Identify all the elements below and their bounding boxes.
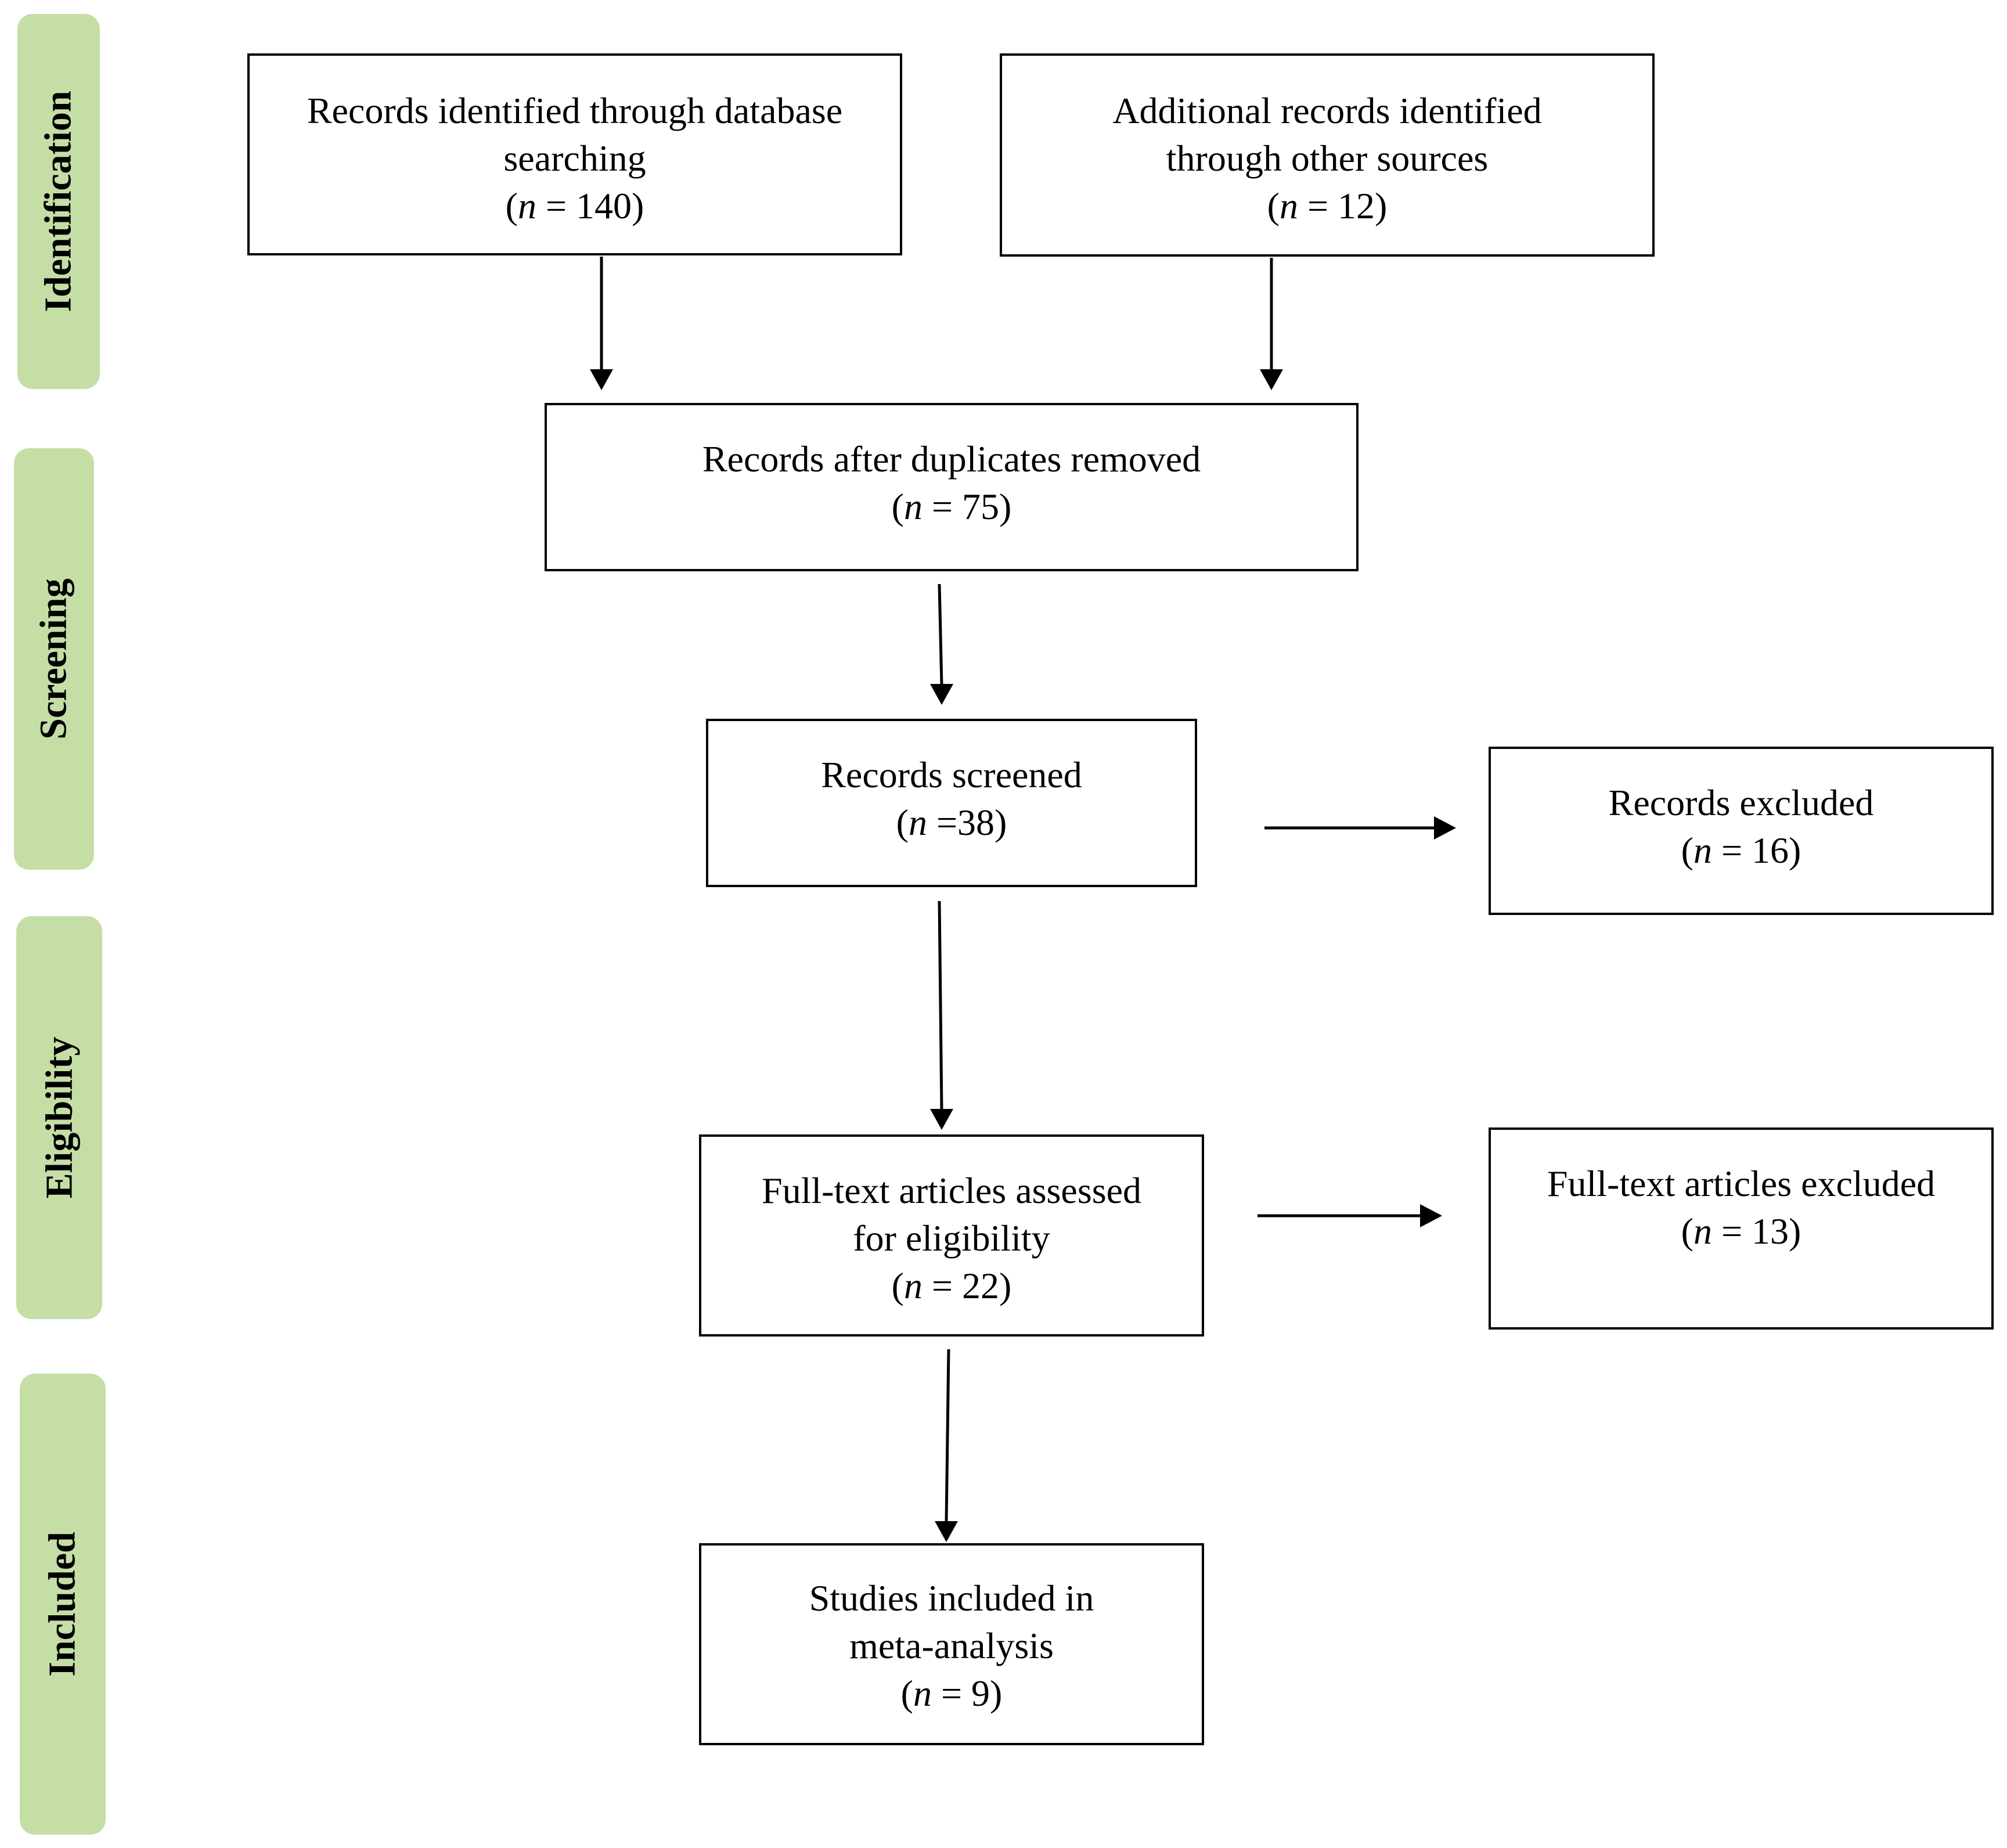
after-duplicates-count: (n = 75) <box>891 486 1012 527</box>
included-studies-text-line-2: meta-analysis <box>849 1625 1054 1666</box>
other-records-text-line-1: Additional records identified <box>1112 90 1542 131</box>
stage-eligibility: Eligibility <box>16 916 102 1319</box>
arrow-fulltext-to-included <box>935 1349 958 1542</box>
included-studies-count: (n = 9) <box>900 1673 1003 1714</box>
database-records-box: Records identified through database sear… <box>247 53 902 255</box>
stage-eligibility-label: Eligibility <box>38 1036 81 1199</box>
stage-identification: Identification <box>17 14 100 389</box>
full-text-excluded-text: Full-text articles excluded <box>1547 1163 1936 1204</box>
full-text-assessed-count: (n = 22) <box>891 1265 1012 1306</box>
arrow-database-to-dedup <box>590 257 613 390</box>
full-text-assessed-box: Full-text articles assessed for eligibil… <box>699 1134 1204 1337</box>
excluded-text: Records excluded <box>1608 782 1874 823</box>
arrow-screened-to-fulltext <box>930 900 953 1130</box>
stage-included: Included <box>20 1374 106 1835</box>
after-duplicates-box: Records after duplicates removed (n = 75… <box>545 403 1359 571</box>
screened-count: (n =38) <box>896 802 1007 843</box>
full-text-assessed-text-line-2: for eligibility <box>853 1217 1050 1259</box>
stage-identification-label: Identification <box>37 91 80 312</box>
arrow-dedup-to-screened <box>930 583 953 705</box>
included-studies-text-line-1: Studies included in <box>809 1577 1094 1619</box>
database-records-text-line-1: Records identified through database <box>307 90 843 131</box>
other-records-box: Additional records identified through ot… <box>1000 53 1655 257</box>
database-records-text-line-2: searching <box>503 138 646 179</box>
other-records-text-line-2: through other sources <box>1166 138 1489 179</box>
excluded-count: (n = 16) <box>1681 830 1801 871</box>
arrow-screened-to-excluded <box>1264 816 1456 840</box>
screened-box: Records screened (n =38) <box>706 719 1197 887</box>
arrow-other-to-dedup <box>1260 258 1283 390</box>
stage-screening: Screening <box>14 448 94 870</box>
stage-screening-label: Screening <box>33 578 75 740</box>
full-text-excluded-count: (n = 13) <box>1681 1211 1801 1252</box>
excluded-box: Records excluded (n = 16) <box>1489 747 1994 915</box>
included-studies-box: Studies included in meta-analysis (n = 9… <box>699 1543 1204 1745</box>
other-records-count: (n = 12) <box>1267 185 1388 226</box>
arrow-fulltext-to-excluded <box>1257 1204 1442 1227</box>
screened-text: Records screened <box>821 754 1082 795</box>
full-text-excluded-box: Full-text articles excluded (n = 13) <box>1489 1127 1994 1330</box>
after-duplicates-text: Records after duplicates removed <box>702 438 1201 480</box>
database-records-count: (n = 140) <box>505 185 644 226</box>
stage-included-label: Included <box>41 1532 84 1677</box>
full-text-assessed-text-line-1: Full-text articles assessed <box>761 1170 1142 1211</box>
